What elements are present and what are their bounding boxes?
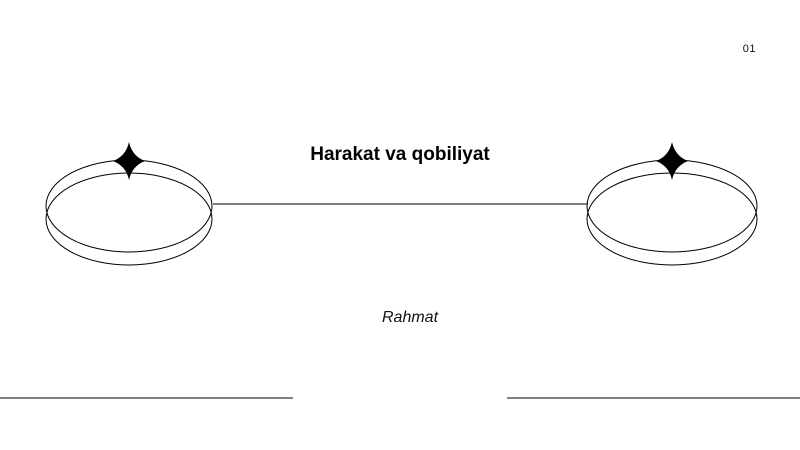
slide-title: Harakat va qobiliyat xyxy=(310,144,490,165)
slide-subtitle: Rahmat xyxy=(381,309,439,326)
four-point-star-icon xyxy=(656,142,688,180)
page-number: 01 xyxy=(742,43,756,55)
four-point-star-icon xyxy=(113,142,145,180)
